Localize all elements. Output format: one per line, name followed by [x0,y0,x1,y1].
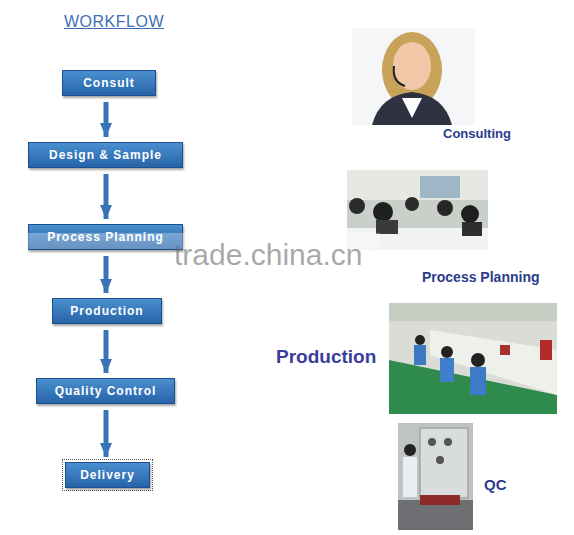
flow-arrow [104,102,109,137]
photo-caption: Production [276,346,376,368]
step-label: Process Planning [47,230,164,244]
diagram-title: WORKFLOW [64,13,164,31]
flow-arrow [104,256,109,293]
flow-arrow [104,174,109,219]
step-label: Production [70,304,143,318]
qc-photo [398,423,473,530]
process-box: Process Planning [28,224,183,250]
production-photo [389,303,557,414]
photo-caption: Consulting [443,126,511,141]
photo-caption: QC [484,476,507,493]
step-label: Consult [83,76,135,90]
process-box: Quality Control [36,378,175,404]
consulting-photo [352,28,475,125]
process-box: Production [52,298,162,324]
process-box: Delivery [65,462,150,488]
process-box: Design & Sample [28,142,183,168]
flow-arrow [104,330,109,373]
flow-arrow [104,410,109,457]
step-label: Design & Sample [49,148,162,162]
process-box: Consult [62,70,156,96]
process-planning-photo [347,170,488,250]
step-label: Quality Control [55,384,157,398]
photo-caption: Process Planning [422,269,539,285]
watermark: trade.china.cn [174,238,362,272]
step-label: Delivery [80,468,135,482]
